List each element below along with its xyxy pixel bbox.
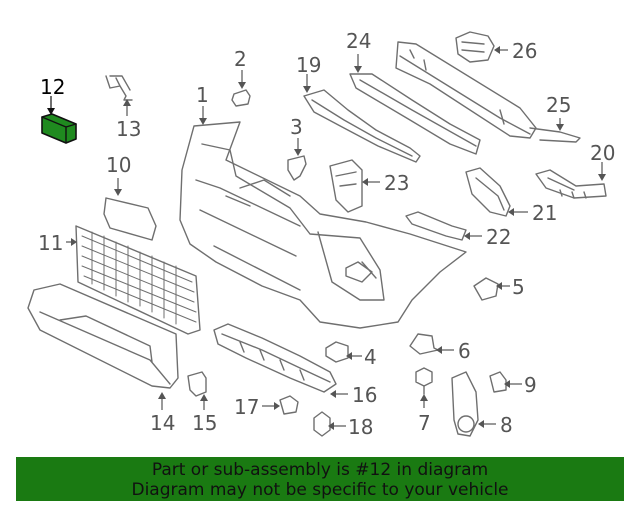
callout-5[interactable]: 5	[512, 275, 525, 299]
part-7-bolt[interactable]: 7	[415, 367, 433, 435]
callout-8[interactable]: 8	[500, 413, 513, 437]
part-17-clip[interactable]: 17	[234, 395, 299, 419]
callout-2[interactable]: 2	[234, 47, 247, 71]
callout-16[interactable]: 16	[352, 383, 377, 407]
part-6-clip[interactable]: 6	[409, 333, 471, 363]
callout-7[interactable]: 7	[418, 411, 431, 435]
callout-21[interactable]: 21	[532, 201, 557, 225]
callout-9[interactable]: 9	[524, 373, 537, 397]
part-25-reinforcement[interactable]: 25	[395, 41, 581, 143]
callout-10[interactable]: 10	[106, 153, 131, 177]
part-8-fog-cover[interactable]: 8	[451, 371, 513, 437]
part-15-bracket[interactable]: 15	[187, 371, 217, 435]
part-14-lower-cover[interactable]: 14	[27, 283, 179, 435]
callout-15[interactable]: 15	[192, 411, 217, 435]
part-3-clip[interactable]: 3	[287, 115, 307, 181]
bumper-parts-diagram: 12 13 10 11 14 15	[27, 29, 615, 439]
part-4-clip[interactable]: 4	[325, 341, 377, 369]
part-19-retainer[interactable]: 19	[296, 53, 421, 163]
disclaimer-banner: Part or sub-assembly is #12 in diagram D…	[16, 457, 624, 501]
callout-12[interactable]: 12	[40, 75, 65, 99]
part-11-grille[interactable]: 11	[38, 225, 201, 335]
callout-1[interactable]: 1	[196, 83, 209, 107]
callout-20[interactable]: 20	[590, 141, 615, 165]
part-16-undercover[interactable]: 16	[213, 323, 377, 407]
callout-18[interactable]: 18	[348, 415, 373, 439]
part-18-bolt[interactable]: 18	[313, 411, 373, 439]
part-22-retainer[interactable]: 22	[405, 211, 511, 249]
part-12-bracket[interactable]: 12	[40, 75, 77, 144]
banner-line-1: Part or sub-assembly is #12 in diagram	[151, 460, 489, 480]
part-1-bumper-cover[interactable]: 1	[179, 83, 467, 329]
callout-4[interactable]: 4	[364, 345, 377, 369]
part-24-absorber[interactable]: 24	[346, 29, 481, 155]
callout-6[interactable]: 6	[458, 339, 471, 363]
callout-25[interactable]: 25	[546, 93, 571, 117]
callout-23[interactable]: 23	[384, 171, 409, 195]
part-20-side-bracket[interactable]: 20	[535, 141, 615, 199]
callout-14[interactable]: 14	[150, 411, 175, 435]
part-23-bracket[interactable]: 23	[329, 159, 409, 213]
part-13-bracket[interactable]: 13	[105, 75, 141, 141]
part-5-cap[interactable]: 5	[473, 275, 525, 301]
part-9-clip[interactable]: 9	[489, 371, 537, 397]
callout-13[interactable]: 13	[116, 117, 141, 141]
callout-24[interactable]: 24	[346, 29, 371, 53]
part-21-bracket[interactable]: 21	[465, 167, 557, 225]
part-10-plate[interactable]: 10	[103, 153, 157, 241]
banner-line-2: Diagram may not be specific to your vehi…	[131, 480, 509, 500]
callout-3[interactable]: 3	[290, 115, 303, 139]
callout-19[interactable]: 19	[296, 53, 321, 77]
callout-22[interactable]: 22	[486, 225, 511, 249]
callout-11[interactable]: 11	[38, 231, 63, 255]
part-2-clip[interactable]: 2	[231, 47, 251, 107]
callout-26[interactable]: 26	[512, 39, 537, 63]
part-26-bracket[interactable]: 26	[455, 31, 537, 63]
callout-17[interactable]: 17	[234, 395, 259, 419]
